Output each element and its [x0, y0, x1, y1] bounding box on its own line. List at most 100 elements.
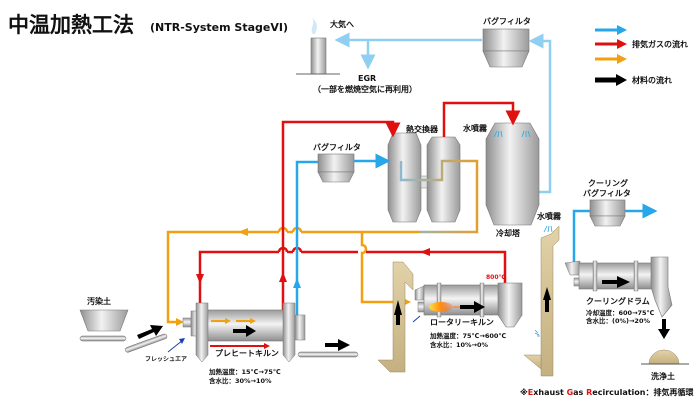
material-arrow-up-icon — [394, 300, 402, 325]
rotary-kiln-label: ロータリーキルン — [430, 317, 494, 327]
cooling-bag-filter-body — [589, 199, 626, 217]
rotary-kiln-tire — [479, 282, 485, 318]
cooling-bag-filter-hopper — [589, 215, 626, 227]
footnote-r: R — [586, 388, 592, 397]
cooling-drum-water-spec: 含水比：(0%)→20% — [586, 316, 650, 325]
bag-filter-top-label: バグフィルタ — [483, 16, 531, 26]
bucket-elevator-1 — [377, 261, 414, 373]
bag-filter-mid: バグフィルタ — [313, 142, 361, 183]
bag-filter-mid-body — [317, 153, 355, 173]
elevator-2-inlet — [523, 354, 542, 370]
arrow-right-icon — [225, 318, 231, 324]
cooling-drum-label: クーリングドラム — [586, 296, 650, 306]
cleaned-soil-pile: 洗浄土 — [641, 349, 689, 381]
arrow-left-icon — [238, 228, 248, 236]
gas-line-red-kiln-loop — [198, 232, 285, 317]
footnote-as: as — [573, 388, 586, 397]
arrow-icon — [179, 338, 185, 344]
bag-filter-mid-hopper — [317, 171, 355, 183]
cooling-drum-tire — [633, 260, 639, 292]
egr-footnote: ※Exhaust Gas Recirculation：排気再循環 — [520, 387, 694, 397]
footnote-rest: ecirculation：排気再循環 — [592, 387, 694, 397]
gas-line-red-kiln-to-hx — [281, 120, 401, 232]
arrow-right-icon — [176, 318, 184, 326]
legend-item-red-gas: 排気ガスの流れ — [595, 39, 688, 49]
water-spray-icon — [493, 130, 531, 138]
footnote-mark: ※ — [520, 387, 528, 397]
preheat-kiln-discharge-end — [294, 314, 306, 341]
feed-conveyor-1 — [79, 335, 127, 342]
bag-filter-top-body — [482, 28, 530, 52]
heat-exchanger-tower-2 — [426, 136, 461, 223]
material-arrow-down-icon — [658, 319, 670, 339]
feed-conveyor-2 — [125, 333, 168, 353]
heat-exchange-pipe — [399, 159, 479, 234]
material-arrow-icon — [602, 276, 630, 288]
contaminated-soil-hopper: 汚染土 — [79, 296, 168, 353]
diagram-title: 中温加熱工法 — [8, 13, 134, 37]
atmosphere-label: 大気へ — [330, 19, 354, 29]
footnote-xhaust: xhaust — [533, 388, 566, 397]
arrow-up-icon — [279, 272, 287, 282]
bag-filter-mid-label: バグフィルタ — [313, 142, 361, 152]
egr-label: EGR — [358, 74, 376, 83]
arrow-right-icon — [250, 318, 256, 324]
footnote-e: E — [528, 388, 533, 397]
fresh-air-pointer — [167, 339, 184, 353]
cleaned-soil-mound — [648, 349, 680, 365]
cooling-tower: 水噴霧 冷却塔 — [462, 122, 540, 238]
legend: 排気ガスの流れ 材料の流れ — [595, 25, 688, 86]
cooling-drum-discharge-hood — [650, 256, 673, 318]
rotary-kiln-water-spec: 含水比：10%→0% — [430, 340, 489, 349]
arrow-down-icon — [196, 274, 204, 284]
cooling-drum-tire — [592, 260, 598, 292]
arrow-left-icon — [420, 248, 430, 256]
transfer-conveyor — [297, 351, 359, 358]
material-arrow-up-icon — [543, 287, 551, 312]
gas-line-blue-kiln-to-filter — [295, 160, 318, 320]
stack-chimney — [310, 37, 327, 75]
gas-line-drum-to-cooling-filter — [572, 209, 590, 262]
preheat-kiln-water-spec: 含水比：30%→10% — [209, 376, 272, 385]
gas-line-hx-to-cooling-tower — [442, 101, 521, 137]
preheat-kiln: プレヒートキルン 加熱温度：15℃→75℃ 含水比：30%→10% — [182, 302, 306, 385]
steam-plume-icon — [311, 18, 317, 34]
cooling-bag-filter-label-1: クーリング — [588, 178, 628, 188]
cooling-drum-feed — [564, 260, 581, 276]
cooling-drum: クーリングドラム 冷却温度：600→75℃ 含水比：(0%)→20% — [564, 256, 673, 325]
preheat-kiln-label: プレヒートキルン — [215, 348, 279, 358]
preheat-kiln-tire-right — [282, 302, 296, 363]
gas-line-orange-to-burner — [360, 232, 405, 304]
contaminated-soil-label: 汚染土 — [87, 296, 111, 306]
legend-item-blue-gas — [595, 25, 627, 35]
material-arrow-icon — [233, 325, 256, 337]
legend-material-label: 材料の流れ — [632, 75, 672, 85]
burner-flame-icon — [429, 302, 453, 312]
bucket-elevator-2: 水噴霧 — [523, 211, 562, 377]
legend-item-orange-gas — [595, 54, 627, 64]
heat-exchanger-connector — [420, 175, 428, 189]
legend-item-material: 材料の流れ — [595, 74, 672, 86]
heat-exchanger-tower-1 — [387, 132, 422, 223]
preheat-kiln-temp-spec: 加熱温度：15℃→75℃ — [208, 367, 281, 376]
elevator-1-casing — [377, 261, 414, 373]
egr-note-label: （一部を燃焼空気に再利用） — [313, 84, 417, 94]
exhaust-stack: 大気へ — [296, 18, 354, 75]
bag-filter-top: バグフィルタ — [482, 16, 531, 68]
arrow-right-icon — [617, 25, 627, 35]
fresh-air-label: フレッシュエア — [145, 356, 187, 363]
arrow-right-icon — [616, 74, 627, 86]
water-spray-chute-label: 水噴霧 — [536, 211, 562, 221]
gas-line-red-rotary-to-preheat — [198, 250, 507, 283]
material-arrow-icon — [325, 339, 350, 351]
preheat-kiln-tire-left — [195, 302, 209, 363]
bag-filter-top-hopper — [482, 50, 530, 68]
rotary-kiln-feed-chute — [414, 285, 425, 301]
soil-hopper-body — [79, 309, 129, 332]
rotary-kiln: ロータリーキルン 加熱温度：75℃→600℃ 含水比：10%→0% — [412, 282, 523, 349]
rotary-kiln-temp-spec: 加熱温度：75℃→600℃ — [429, 331, 506, 340]
elevator-2-casing — [540, 225, 560, 377]
rotary-kiln-hood — [497, 282, 523, 328]
rotary-kiln-tire — [436, 282, 442, 318]
